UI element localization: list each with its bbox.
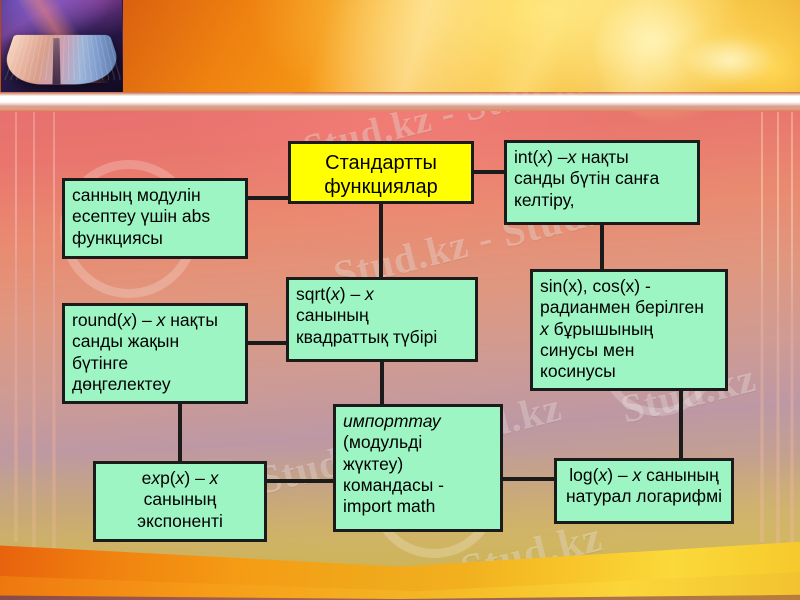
- node-text-line: импорттау: [343, 411, 441, 431]
- node-text-line: санның модулін: [72, 185, 201, 205]
- connector-sincos-to-log: [679, 389, 683, 460]
- connector-abs-to-title: [246, 196, 290, 200]
- book-photo-thumbnail: [1, 0, 123, 92]
- node-text-line: командасы -: [343, 475, 444, 496]
- variable-x: x: [331, 284, 340, 304]
- connector-sqrt-to-import: [380, 360, 384, 406]
- decor-stripe-right-2: [776, 112, 780, 560]
- node-text-line: sqrt(x) – x: [296, 284, 374, 304]
- node-text-line: бүтінге: [72, 352, 129, 373]
- node-text-line: int(x) –x нақты: [514, 147, 629, 167]
- node-text-line: x бұрышының: [540, 318, 654, 339]
- node-text-line: (модульді: [343, 432, 423, 453]
- node-text-line: келтіру,: [514, 189, 575, 210]
- decor-stripe-right-3: [790, 112, 794, 564]
- node-text-line: натурал логарифмі: [565, 486, 722, 507]
- node-text-line: exp(x) – x: [141, 468, 219, 488]
- variable-x: x: [151, 468, 161, 488]
- node-text-line: жүктеу): [343, 453, 404, 474]
- node-text-line: функциясы: [72, 227, 163, 248]
- node-text-line: экспоненті: [137, 510, 223, 531]
- variable-x: x: [567, 147, 577, 167]
- node-text-line: санды жақын: [72, 331, 180, 352]
- node-text-line: синусы мен: [540, 340, 635, 361]
- connector-title-to-sqrt: [379, 202, 383, 279]
- node-text-line: санының: [143, 489, 217, 510]
- node-text-line: квадраттық түбірі: [296, 326, 438, 347]
- variable-x: x: [209, 468, 219, 488]
- book-spine: [52, 38, 61, 85]
- connector-round-to-exp: [178, 402, 182, 463]
- decor-stripe-left-3: [52, 112, 56, 567]
- variable-x: x: [365, 284, 374, 304]
- node-text-line: sin(x), cos(x) -: [540, 276, 651, 296]
- node-text-line: функциялар: [324, 176, 438, 199]
- variable-x: x: [538, 147, 548, 167]
- banner-separator: [0, 92, 800, 111]
- banner-glow-2: [670, 28, 790, 92]
- node-text-line: санының: [296, 305, 369, 326]
- variable-x: x: [632, 465, 642, 485]
- connector-int-to-sincos: [600, 223, 604, 271]
- slide-bottom-band: [0, 538, 800, 600]
- node-text-line: радианмен берілген: [540, 297, 704, 318]
- variable-x: x: [540, 318, 549, 339]
- node-text-line: log(x) – x санының: [569, 465, 719, 485]
- connector-round-to-sqrt: [246, 341, 288, 345]
- node-text-line: есептеу үшін abs: [72, 206, 211, 227]
- decor-stripe-right-1: [760, 112, 764, 542]
- variable-x: x: [122, 310, 132, 330]
- variable-x: x: [598, 465, 608, 485]
- connector-title-to-int: [472, 170, 506, 174]
- node-text-line: round(x) – x нақты: [72, 310, 218, 330]
- node-text-line: санды бүтін санға: [514, 168, 660, 189]
- node-text-line: Стандартты: [325, 152, 437, 174]
- decor-stripe-left-1: [14, 112, 18, 542]
- connector-exp-to-import: [265, 479, 335, 483]
- node-text-line: дөңгелектеу: [72, 374, 171, 395]
- book-page-lines: [1, 35, 122, 81]
- connector-import-to-log: [501, 477, 556, 481]
- decor-stripe-left-2: [32, 112, 36, 557]
- node-text-line: import math: [343, 496, 436, 517]
- node-text-line: косинусы: [540, 361, 616, 382]
- variable-x: x: [175, 468, 185, 488]
- variable-x: x: [156, 310, 166, 330]
